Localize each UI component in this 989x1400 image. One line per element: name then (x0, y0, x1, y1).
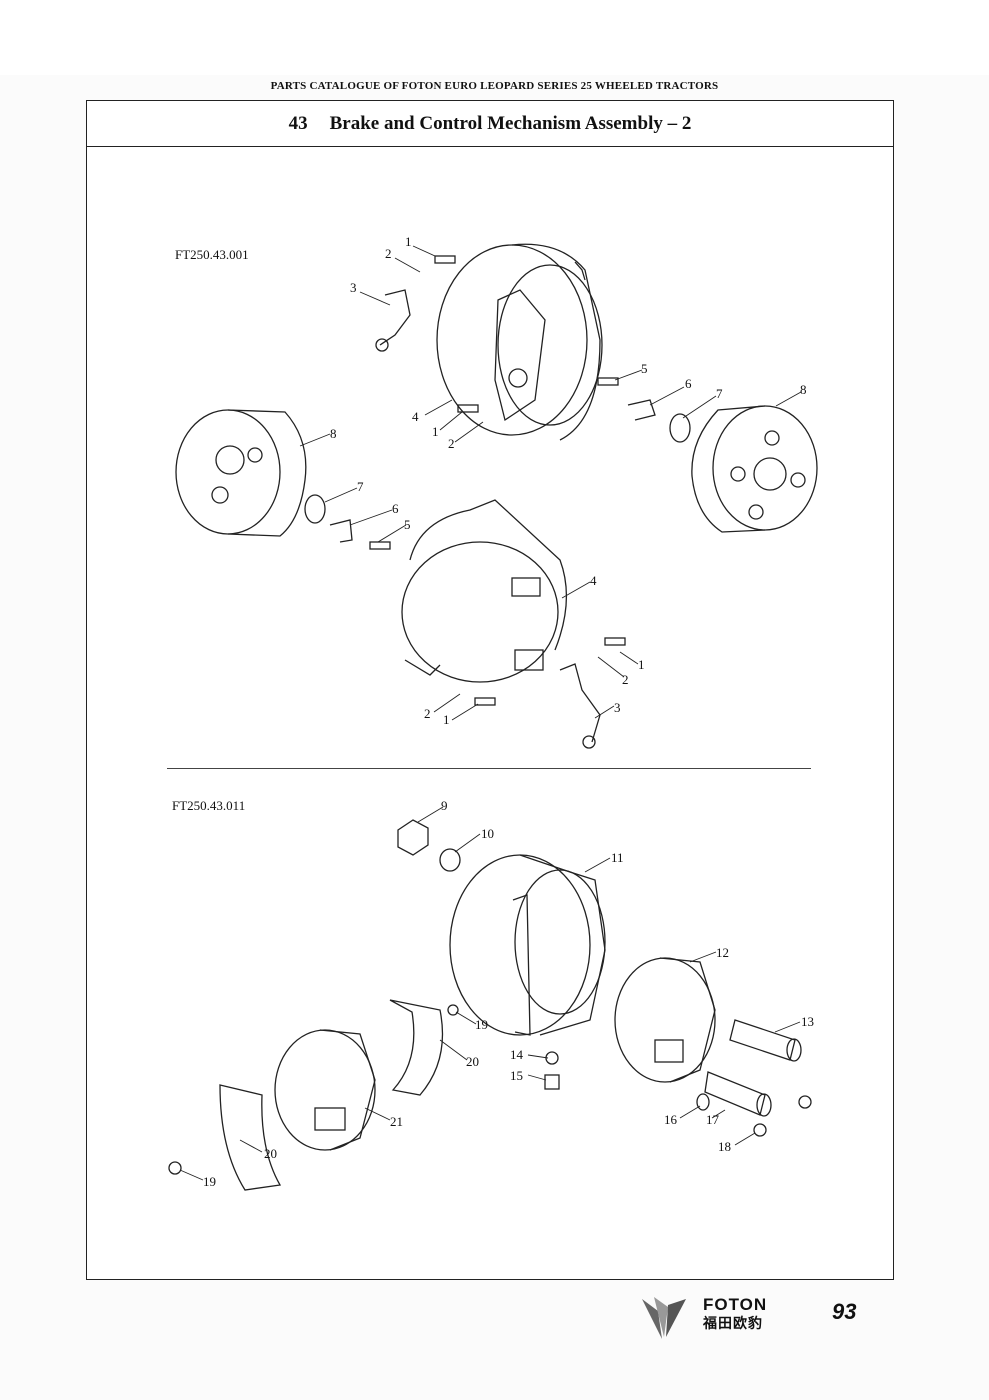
callout: 14 (510, 1047, 524, 1062)
assembly-divider (167, 768, 811, 769)
assembly-code-1: FT250.43.001 (175, 247, 249, 262)
callout: 20 (466, 1054, 479, 1069)
callout: 11 (611, 850, 624, 865)
section-title-bar: 43 Brake and Control Mechanism Assembly … (87, 101, 893, 147)
callout: 17 (706, 1112, 720, 1127)
callout: 7 (357, 479, 364, 494)
callout: 1 (405, 234, 412, 249)
brake-housing-upper (436, 243, 603, 441)
section-title: Brake and Control Mechanism Assembly – 2 (329, 112, 692, 134)
callout: 13 (801, 1014, 814, 1029)
bolts (369, 255, 626, 706)
brake-shoe-assembly-right (614, 957, 716, 1083)
callout: 1 (638, 657, 645, 672)
callout: 8 (800, 382, 807, 397)
callout: 2 (424, 706, 431, 721)
assembly-code-2: FT250.43.011 (172, 798, 246, 813)
brand-name-chinese: 福田欧豹 (703, 1316, 763, 1332)
callout: 15 (510, 1068, 523, 1083)
page-number: 93 (832, 1299, 857, 1324)
callout-numbers-assembly-1: 1 2 3 5 6 7 8 4 1 2 8 7 6 5 4 1 2 3 2 1 (330, 234, 807, 727)
brake-housing-lower-assembly (449, 854, 606, 1036)
leader-lines (179, 245, 802, 1181)
brake-drum-right (691, 405, 818, 533)
callout: 21 (390, 1114, 403, 1129)
callout: 19 (203, 1174, 216, 1189)
callout: 1 (432, 424, 439, 439)
small-fasteners (168, 1004, 812, 1175)
brake-drum-left (175, 409, 307, 537)
callout: 4 (412, 409, 419, 424)
callout: 8 (330, 426, 337, 441)
callout: 2 (385, 246, 392, 261)
callout: 16 (664, 1112, 678, 1127)
cam-shaft-17 (704, 1071, 772, 1117)
nut-and-washer (397, 819, 461, 872)
brake-lever (375, 289, 601, 749)
section-number: 43 (288, 112, 308, 134)
callout: 18 (718, 1139, 731, 1154)
top-margin (0, 0, 989, 75)
callout: 3 (614, 700, 621, 715)
brake-lining (219, 999, 444, 1191)
callout: 9 (441, 798, 448, 813)
callout: 19 (475, 1017, 488, 1032)
foton-logo-icon (642, 1297, 686, 1339)
catalogue-frame: 43 Brake and Control Mechanism Assembly … (86, 100, 894, 1280)
callout: 7 (716, 386, 723, 401)
brand-name: FOTON (703, 1295, 768, 1314)
running-header: PARTS CATALOGUE OF FOTON EURO LEOPARD SE… (270, 80, 719, 92)
cam-shaft-13 (729, 1019, 802, 1062)
callout: 6 (685, 376, 692, 391)
callout: 10 (481, 826, 494, 841)
callout-numbers-assembly-2: 9 10 11 12 13 19 20 14 15 21 16 17 18 20… (203, 798, 814, 1189)
callout: 12 (716, 945, 729, 960)
callout: 2 (448, 436, 455, 451)
callout: 3 (350, 280, 357, 295)
brake-shoe-assembly-left (274, 1029, 376, 1151)
callout: 5 (641, 361, 648, 376)
brake-housing-lower (401, 499, 568, 683)
callout: 4 (590, 573, 597, 588)
washer-and-tab (304, 399, 691, 543)
callout: 2 (622, 672, 629, 687)
callout: 1 (443, 712, 450, 727)
callout: 5 (404, 517, 411, 532)
callout: 20 (264, 1146, 277, 1161)
callout: 6 (392, 501, 399, 516)
